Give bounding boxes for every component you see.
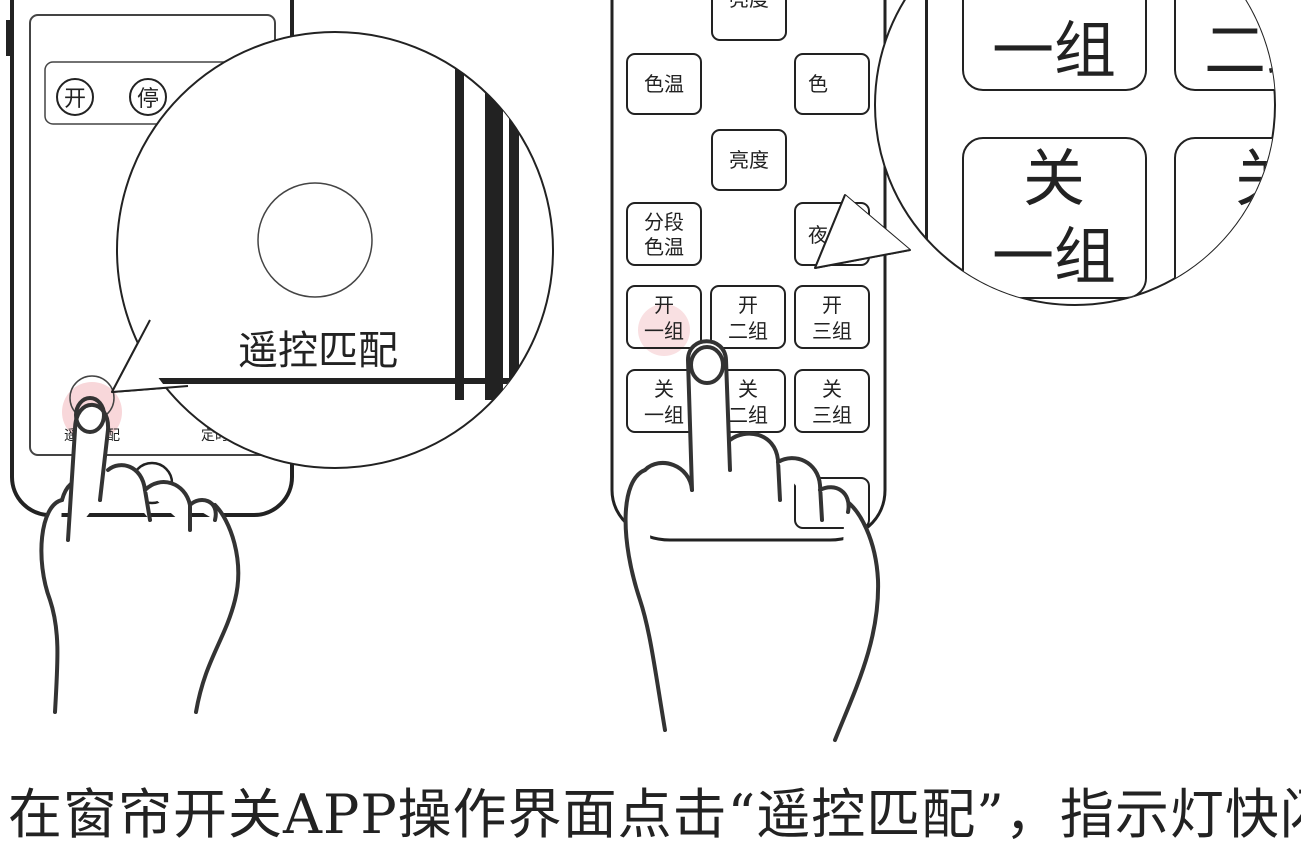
svg-text:停: 停 [137, 87, 159, 112]
svg-text:一: 一 [1235, 220, 1297, 293]
svg-text:开: 开 [654, 293, 674, 317]
svg-text:关: 关 [1023, 142, 1085, 215]
svg-text:二组: 二组 [728, 403, 768, 427]
open-button[interactable]: 开 [56, 78, 94, 116]
svg-text:关: 关 [822, 377, 842, 401]
remote-color-temp-right[interactable] [794, 53, 870, 115]
svg-text:一组: 一组 [992, 14, 1116, 87]
svg-text:二组: 二组 [1204, 14, 1301, 87]
remote-open-group1[interactable]: 开 一组 [626, 285, 702, 356]
remote-brightness-top[interactable] [711, 0, 787, 41]
hand-left [39, 396, 241, 714]
remote-segment-color-temp[interactable] [626, 202, 702, 266]
svg-text:开: 开 [738, 293, 758, 317]
instruction-caption: 在窗帘开关APP操作界面点击“遥控匹配”，指示灯快闪 [8, 783, 1301, 846]
zoom-close-group1: 关 一组 [962, 137, 1147, 299]
svg-text:一组: 一组 [644, 319, 684, 343]
svg-text:关: 关 [654, 377, 674, 401]
stop-button[interactable]: 停 [129, 78, 167, 116]
svg-text:色温: 色温 [644, 72, 684, 96]
remote-open-group2[interactable]: 开 二组 [710, 285, 786, 349]
svg-text:关: 关 [1235, 142, 1297, 215]
svg-text:色: 色 [808, 72, 828, 96]
svg-text:夜: 夜 [808, 223, 828, 247]
magnifier-bubble-left: 遥控匹配 [111, 31, 554, 469]
remote-brightness[interactable] [711, 129, 787, 191]
remote-color-temp-left[interactable] [626, 53, 702, 115]
svg-text:亮度: 亮度 [729, 0, 769, 11]
remote-close-group3[interactable]: 关 三组 [794, 369, 870, 433]
remote-close-group1[interactable]: 关 一组 [626, 369, 702, 433]
svg-text:二组: 二组 [728, 319, 768, 343]
svg-text:开: 开 [822, 293, 842, 317]
zoom-open-group1: 一组 [962, 0, 1147, 91]
remote-illustration: 亮度 色温 色 亮度 分段 色温 夜 开 一组 开 二组 [610, 0, 887, 542]
zoom-open-group2: 二组 [1174, 0, 1301, 91]
hand-right [623, 339, 881, 742]
svg-text:分段: 分段 [644, 210, 684, 234]
svg-text:亮度: 亮度 [729, 148, 769, 172]
zoomed-match-button: 遥控匹配 [238, 182, 398, 374]
svg-text:一组: 一组 [992, 220, 1116, 293]
svg-text:三组: 三组 [812, 319, 852, 343]
svg-text:遥控匹配: 遥控匹配 [238, 328, 398, 374]
remote-open-group3[interactable]: 开 三组 [794, 285, 870, 349]
magnifier-bubble-right: 一组 二组 关 一组 关 一 [814, 0, 1301, 306]
phone-side-button [6, 20, 12, 56]
zoom-close-group2: 关 一 [1174, 137, 1297, 299]
illustration: 开 停 遥控匹配 定时 遥控匹配 [6, 0, 1301, 742]
svg-text:色温: 色温 [644, 235, 684, 259]
svg-text:一组: 一组 [644, 403, 684, 427]
svg-text:开: 开 [64, 87, 86, 112]
svg-text:关: 关 [738, 377, 758, 401]
svg-text:三组: 三组 [812, 403, 852, 427]
